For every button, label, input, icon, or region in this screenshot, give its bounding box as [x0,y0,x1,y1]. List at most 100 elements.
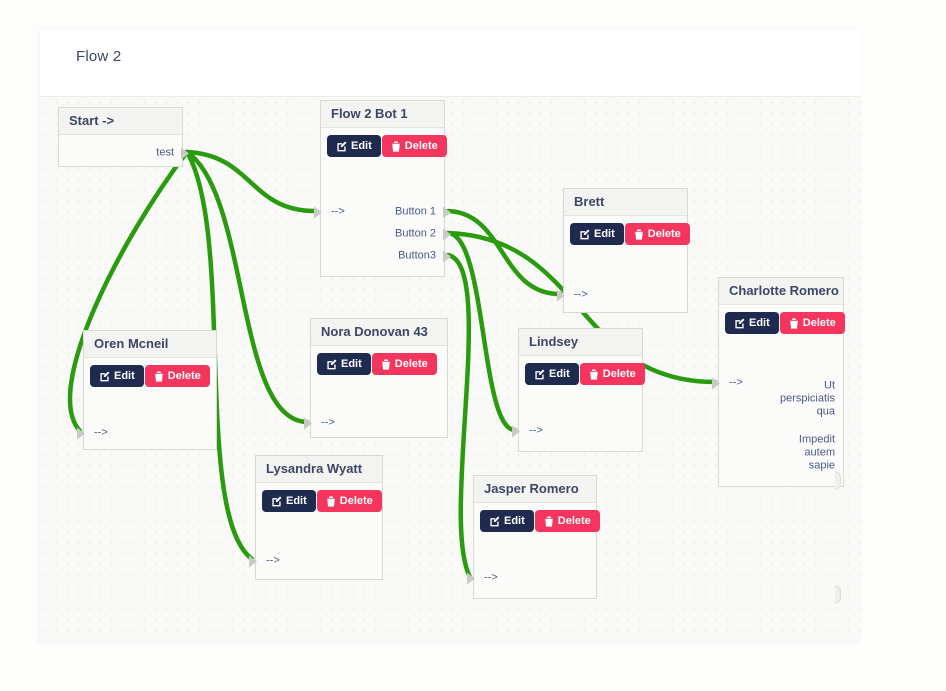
input-port-arrow-icon[interactable] [77,427,85,439]
input-port-arrow-icon[interactable] [512,425,520,437]
edit-button[interactable]: Edit [725,312,779,334]
flow-node-jasper[interactable]: Jasper Romero Edit Delete --> [467,475,600,599]
port-label: test [156,146,174,159]
edit-button-label: Edit [504,515,525,527]
delete-button[interactable]: Delete [624,223,690,245]
node-actions: Edit Delete [474,503,600,538]
delete-button[interactable]: Delete [534,510,600,532]
delete-button-label: Delete [802,317,836,329]
port-label: qua [816,405,835,418]
output-port[interactable]: Button3 [398,250,451,263]
delete-button-label: Delete [602,368,636,380]
port-label: --> [266,554,280,567]
output-port[interactable]: Button 2 [395,227,451,241]
trash-icon [544,515,554,527]
flow-node-lindsey[interactable]: Lindsey Edit Delete --> [512,328,645,452]
trash-icon [154,370,164,382]
delete-button[interactable]: Delete [144,365,210,387]
flow-node-nora[interactable]: Nora Donovan 43 Edit Delete --> [304,318,448,438]
edit-button-label: Edit [114,370,135,382]
delete-button[interactable]: Delete [381,135,447,157]
delete-button[interactable]: Delete [371,353,437,375]
input-port-arrow-icon[interactable] [314,206,322,218]
node-title: Lysandra Wyatt [256,456,382,483]
output-port-arrow-icon[interactable] [443,228,451,240]
delete-button-label: Delete [557,515,591,527]
port-label: Button 2 [395,227,436,240]
input-port[interactable]: --> [512,424,543,438]
input-port-arrow-icon[interactable] [304,417,312,429]
input-port-arrow-icon[interactable] [249,555,257,567]
edit-icon [734,318,745,329]
port-label: --> [729,376,743,389]
port-label: Impedit [798,433,835,446]
input-port[interactable]: --> [249,554,280,568]
connection-start.test-to-nora.input[interactable] [184,149,310,425]
port-label: --> [331,205,345,218]
edit-icon [489,516,500,527]
node-title: Jasper Romero [474,476,596,503]
connection-bot1.button1-to-brett.input[interactable] [445,208,563,297]
flow-node-start[interactable]: Start -> test [58,107,189,167]
node-title: Brett [564,189,687,216]
input-port-arrow-icon[interactable] [467,572,475,584]
port-label: perspiciatis [779,392,835,405]
output-port[interactable]: Button 1 [395,205,451,219]
edit-icon [534,369,545,380]
connection-bot1.button3-to-jasper.input[interactable] [445,252,473,580]
input-port[interactable]: --> [557,289,588,302]
output-port-bump-icon[interactable] [835,471,841,490]
port-label: Button 1 [395,205,436,218]
port-label: --> [484,571,498,584]
delete-button[interactable]: Delete [779,312,845,334]
input-port-arrow-icon[interactable] [557,289,565,301]
trash-icon [381,358,391,370]
port-label: --> [529,424,543,437]
port-label: --> [321,416,335,429]
output-port[interactable]: test [156,146,189,160]
node-actions: Edit Delete [519,356,645,391]
edit-button-label: Edit [549,368,570,380]
edit-button[interactable]: Edit [90,365,144,387]
node-actions: Edit Delete [564,216,690,251]
node-title: Lindsey [519,329,642,356]
node-actions: Edit Delete [719,305,845,340]
edit-icon [336,141,347,152]
edit-icon [579,229,590,240]
delete-button[interactable]: Delete [579,363,645,385]
node-actions: Edit Delete [256,483,382,518]
edit-button[interactable]: Edit [570,223,624,245]
edit-button[interactable]: Edit [317,353,371,375]
connection-start.test-to-oren.input[interactable] [67,149,190,434]
connection-start.test-to-bot1.input[interactable] [184,149,318,214]
input-port[interactable]: --> [77,427,108,440]
edit-button[interactable]: Edit [480,510,534,532]
input-port-arrow-icon[interactable] [712,377,720,389]
node-title: Charlotte Romero [719,278,843,305]
input-port[interactable]: --> [314,205,345,219]
flow-node-brett[interactable]: Brett Edit Delete --> [557,188,690,313]
output-port-arrow-icon[interactable] [443,206,451,218]
output-port-arrow-icon[interactable] [443,250,451,262]
edit-button[interactable]: Edit [327,135,381,157]
flow-header-bar: Flow 2 [40,30,861,97]
edit-button[interactable]: Edit [525,363,579,385]
flow-node-lysandra[interactable]: Lysandra Wyatt Edit Delete --> [249,455,383,580]
output-port-arrow-icon[interactable] [181,147,189,159]
input-port[interactable]: --> [467,571,498,585]
connection-bot1.button2-to-lindsey.input[interactable] [445,230,518,433]
input-port[interactable]: --> [304,416,335,430]
page-title: Flow 2 [76,48,122,65]
input-port[interactable]: --> [712,376,743,390]
flow-node-oren[interactable]: Oren Mcneil Edit Delete --> [77,330,217,450]
edit-button[interactable]: Edit [262,490,316,512]
edit-button-label: Edit [286,495,307,507]
delete-button-label: Delete [167,370,201,382]
edit-button-label: Edit [749,317,770,329]
delete-button[interactable]: Delete [316,490,382,512]
trash-icon [789,317,799,329]
